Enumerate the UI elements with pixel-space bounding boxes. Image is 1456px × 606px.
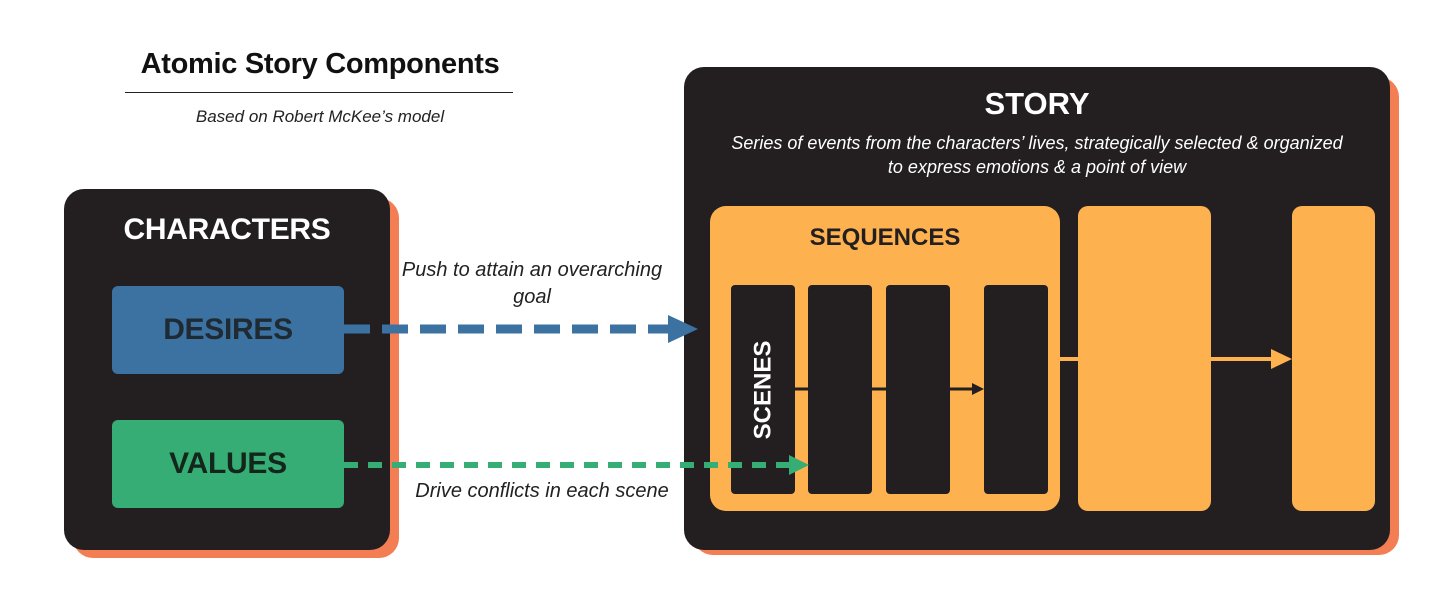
scene-block-3 [886,285,950,494]
sequence-box-2 [1078,206,1211,511]
diagram-subtitle: Based on Robert McKee’s model [195,107,445,126]
scene-block-1 [731,285,795,494]
values-box: VALUES [112,420,344,508]
sequences-title: SEQUENCES [809,224,961,251]
story-title: STORY [984,86,1090,121]
story-description: Series of events from the characters’ li… [731,133,1343,177]
scenes-label: SCENES [749,340,777,439]
values-arrow-label: Drive conflicts in each scene [415,480,669,502]
scenes-label-wrapper: SCENES [731,285,795,494]
scene-block-4 [984,285,1048,494]
desires-box: DESIRES [112,286,344,374]
desires-arrow-label: Push to attain an overarching goal [401,259,663,308]
scene-block-2 [808,285,872,494]
sequence-box-3 [1292,206,1375,511]
diagram-title: Atomic Story Components [140,48,500,80]
characters-title: CHARACTERS [123,213,331,246]
title-underline [125,92,513,93]
